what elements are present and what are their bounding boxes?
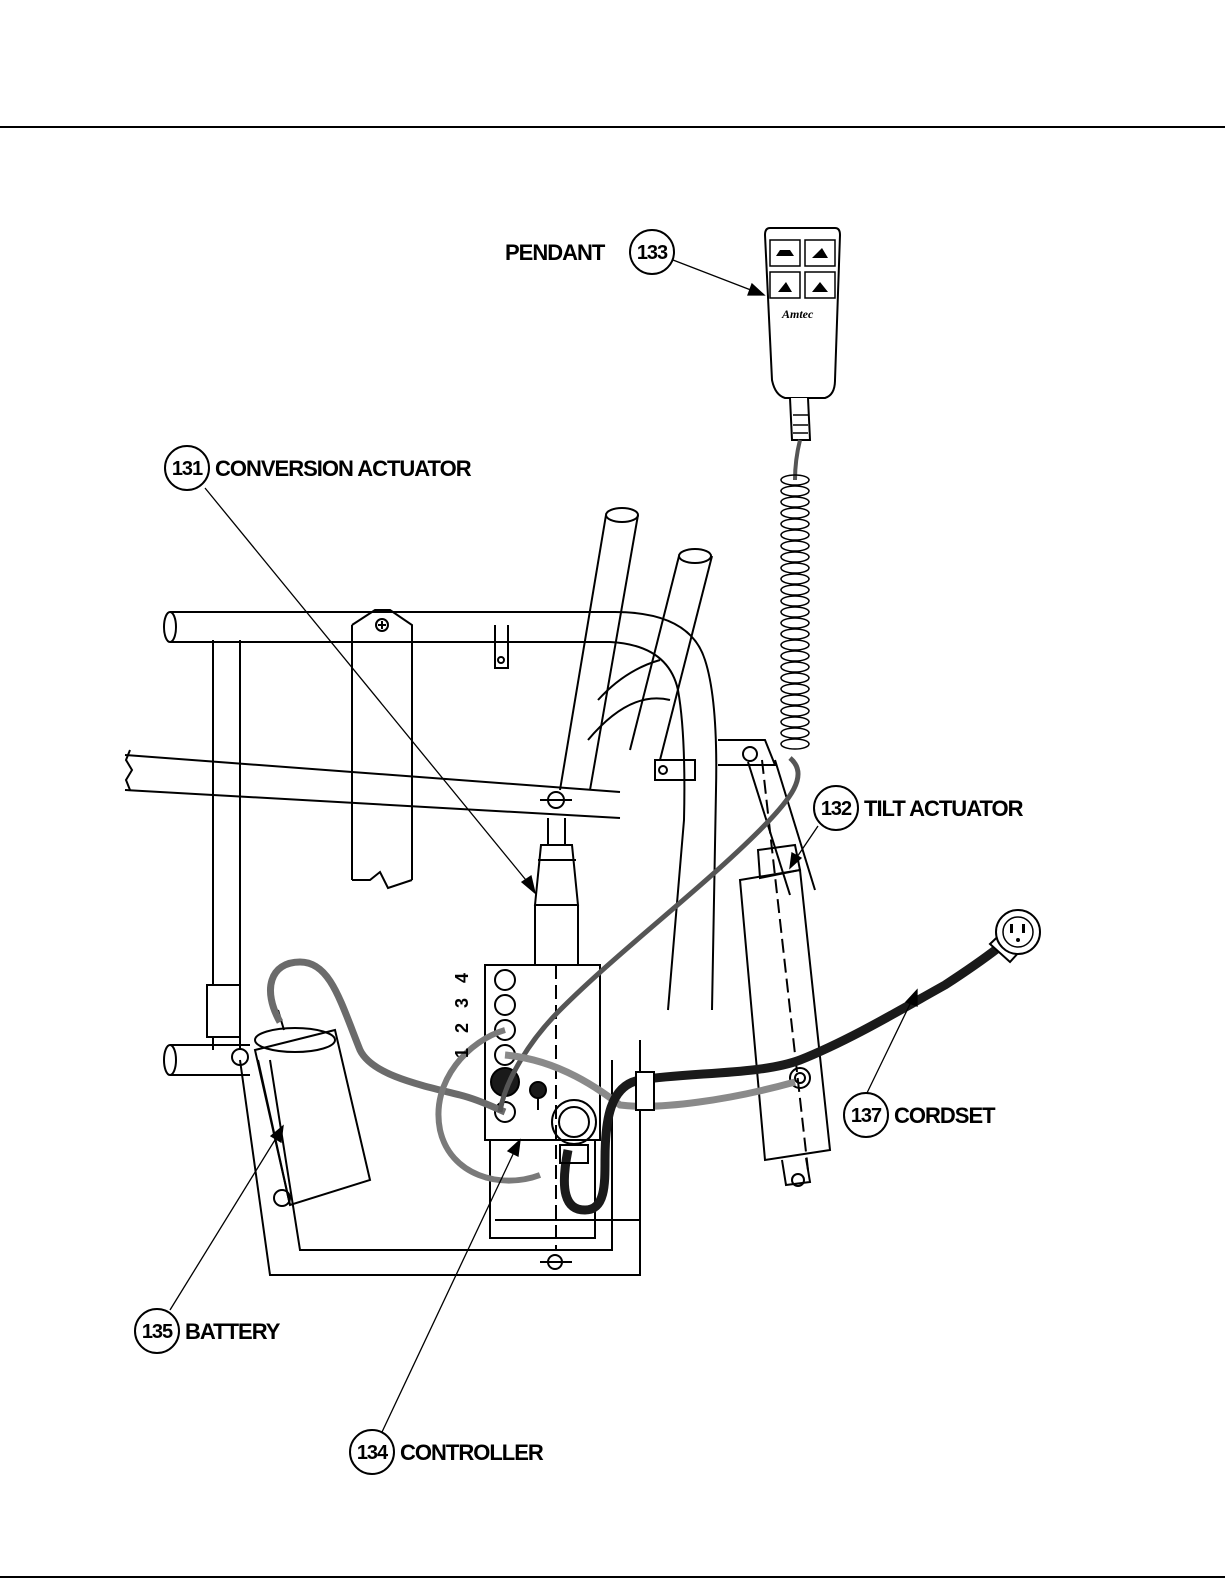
controller-port-labels: 1 2 3 4	[452, 973, 472, 1058]
coil-loop	[781, 563, 809, 573]
callout-number: 133	[637, 242, 668, 264]
callout-number: 134	[357, 1442, 389, 1464]
callout-label: CONTROLLER	[400, 1440, 544, 1465]
coil-loop	[781, 596, 809, 606]
callout-number: 135	[142, 1321, 173, 1343]
coil-loop	[781, 695, 809, 705]
port-label-4: 4	[452, 973, 472, 983]
callout-label: CONVERSION ACTUATOR	[215, 456, 472, 481]
pendant-logo: Amtec	[781, 307, 814, 321]
coil-loop	[781, 508, 809, 518]
coil-loop	[781, 585, 809, 595]
callout-pendant: PENDANT 133	[505, 230, 674, 274]
coil-loop	[781, 673, 809, 683]
coil-loop	[781, 629, 809, 639]
coil-loop	[781, 618, 809, 628]
callout-tilt-actuator: 132 TILT ACTUATOR	[814, 786, 1024, 830]
coil-loop	[781, 640, 809, 650]
port-label-2: 2	[452, 1023, 472, 1033]
coil-loop	[781, 574, 809, 584]
cables	[270, 758, 998, 1210]
cordset-plug	[990, 910, 1040, 962]
coil-loop	[781, 739, 809, 749]
port-label-3: 3	[452, 998, 472, 1008]
callout-number: 132	[821, 798, 852, 820]
pendant-device: Amtec	[765, 228, 840, 480]
port-label-1: 1	[452, 1048, 472, 1058]
coil-loop	[781, 519, 809, 529]
coil-loop	[781, 607, 809, 617]
callout-label: TILT ACTUATOR	[864, 796, 1024, 821]
callout-cordset: 137 CORDSET	[844, 1093, 996, 1137]
coil-loop	[781, 552, 809, 562]
coil-loop	[781, 728, 809, 738]
coil-loop	[781, 662, 809, 672]
callout-conversion-actuator: 131 CONVERSION ACTUATOR	[165, 446, 472, 490]
coil-loop	[781, 530, 809, 540]
coil-loop	[781, 684, 809, 694]
callout-label: PENDANT	[505, 240, 606, 265]
coil-loop	[781, 541, 809, 551]
coil-loop	[781, 706, 809, 716]
frame-drawing	[125, 508, 830, 1275]
coil-loop	[781, 651, 809, 661]
pendant-coiled-cord	[781, 475, 809, 749]
coil-loop	[781, 717, 809, 727]
callout-label: BATTERY	[185, 1319, 281, 1344]
callout-number: 131	[172, 458, 203, 480]
callout-number: 137	[851, 1105, 882, 1127]
coil-loop	[781, 486, 809, 496]
callout-label: CORDSET	[894, 1103, 996, 1128]
coil-loop	[781, 497, 809, 507]
callout-controller: 134 CONTROLLER	[350, 1430, 544, 1474]
callout-battery: 135 BATTERY	[135, 1309, 281, 1353]
power-inlet	[530, 1082, 596, 1163]
